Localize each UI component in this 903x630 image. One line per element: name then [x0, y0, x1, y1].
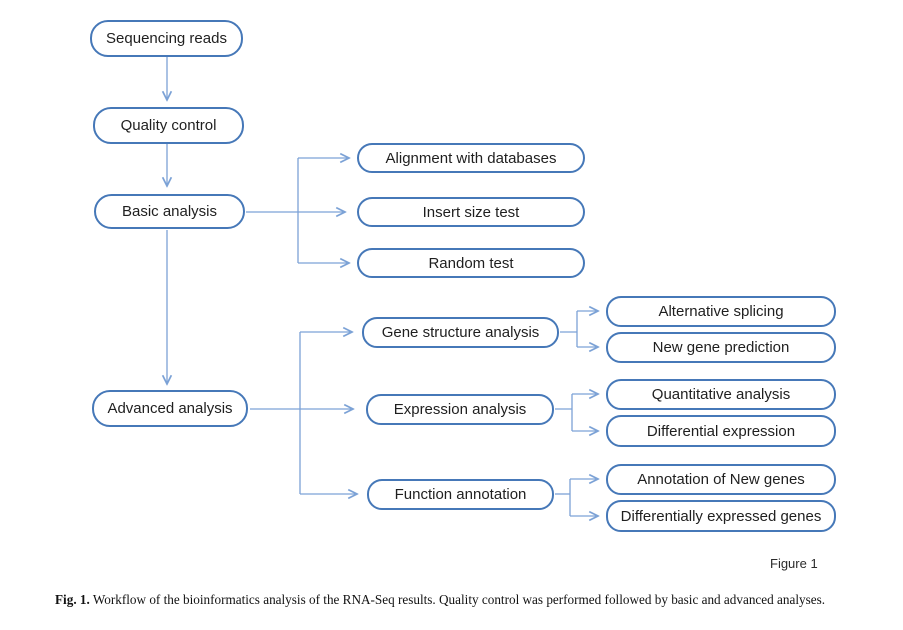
node-label: Expression analysis [393, 401, 527, 418]
figure-caption: Fig. 1. Workflow of the bioinformatics a… [55, 592, 870, 608]
node-quality-control: Quality control [93, 107, 244, 144]
node-function-annotation: Function annotation [367, 479, 554, 510]
node-label: Differentially expressed genes [620, 507, 822, 525]
node-label: Annotation of New genes [637, 471, 805, 488]
node-label: Gene structure analysis [381, 324, 540, 341]
node-label: Insert size test [422, 203, 520, 221]
node-label: Alternative splicing [658, 303, 784, 320]
node-label: Advanced analysis [107, 400, 233, 417]
node-advanced-analysis: Advanced analysis [92, 390, 248, 427]
node-alternative-splicing: Alternative splicing [606, 296, 836, 327]
flowchart: Sequencing reads Quality control Basic a… [0, 20, 903, 585]
node-label: Differential expression [646, 422, 796, 440]
node-label: New gene prediction [652, 339, 790, 356]
caption-text: Workflow of the bioinformatics analysis … [92, 592, 825, 607]
connector-function-branch [555, 479, 598, 516]
node-label: Quantitative analysis [651, 386, 791, 403]
node-random-test: Random test [357, 248, 585, 278]
connector-layer [0, 57, 903, 585]
node-alignment-with-databases: Alignment with databases [357, 143, 585, 173]
node-quantitative-analysis: Quantitative analysis [606, 379, 836, 410]
node-sequencing-reads: Sequencing reads [90, 20, 243, 57]
node-label: Alignment with databases [385, 149, 557, 167]
connector-gene-structure-branch [560, 311, 598, 347]
node-expression-analysis: Expression analysis [366, 394, 554, 425]
node-basic-analysis: Basic analysis [94, 194, 245, 229]
node-label: Random test [428, 254, 514, 272]
node-gene-structure-analysis: Gene structure analysis [362, 317, 559, 348]
node-label: Quality control [120, 117, 217, 134]
node-label: Function annotation [394, 486, 527, 503]
node-annotation-of-new-genes: Annotation of New genes [606, 464, 836, 495]
node-label: Basic analysis [121, 203, 218, 220]
figure-label: Figure 1 [770, 556, 818, 571]
node-differentially-expressed-genes: Differentially expressed genes [606, 500, 836, 532]
node-new-gene-prediction: New gene prediction [606, 332, 836, 363]
caption-prefix: Fig. 1. [55, 592, 90, 607]
node-insert-size-test: Insert size test [357, 197, 585, 227]
node-differential-expression: Differential expression [606, 415, 836, 447]
connector-expression-branch [555, 394, 598, 431]
node-label: Sequencing reads [106, 30, 227, 47]
connector-basic-branch [246, 158, 349, 263]
connector-advanced-branch [250, 332, 357, 494]
